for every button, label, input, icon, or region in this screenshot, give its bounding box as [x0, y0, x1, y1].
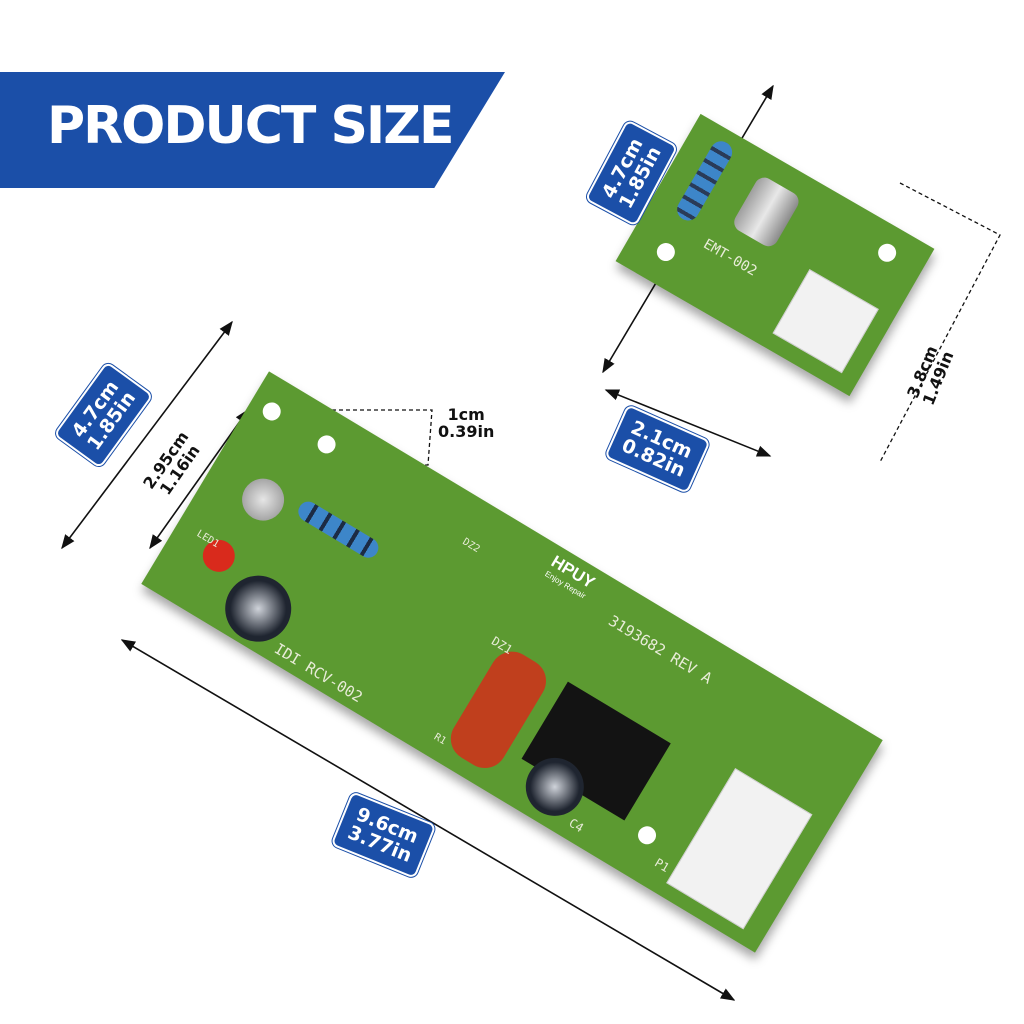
p1-label: P1	[652, 855, 672, 875]
c4-label: C4	[566, 815, 587, 836]
mounting-hole	[874, 240, 900, 266]
banner-title: PRODUCT SIZE	[47, 96, 455, 156]
title-banner	[0, 72, 505, 188]
small-depth-line	[604, 389, 772, 457]
large-width-line	[61, 320, 233, 550]
small-height-dashes	[879, 182, 1001, 463]
small-board-silkscreen: EMT-002	[700, 236, 760, 280]
resistor	[673, 137, 737, 225]
connector	[772, 269, 879, 374]
mounting-hole	[259, 399, 285, 424]
mounting-hole	[634, 822, 660, 848]
hole-spacing-label: 1cm 0.39in	[438, 405, 495, 441]
photo-sensor	[234, 470, 292, 529]
mounting-hole	[314, 432, 339, 457]
photo-sensor	[730, 173, 803, 250]
mounting-hole	[653, 239, 679, 265]
r1-label: R1	[431, 731, 448, 748]
large-length-line	[120, 639, 736, 1001]
dz2-label: DZ2	[460, 536, 482, 556]
resistor	[294, 497, 383, 562]
